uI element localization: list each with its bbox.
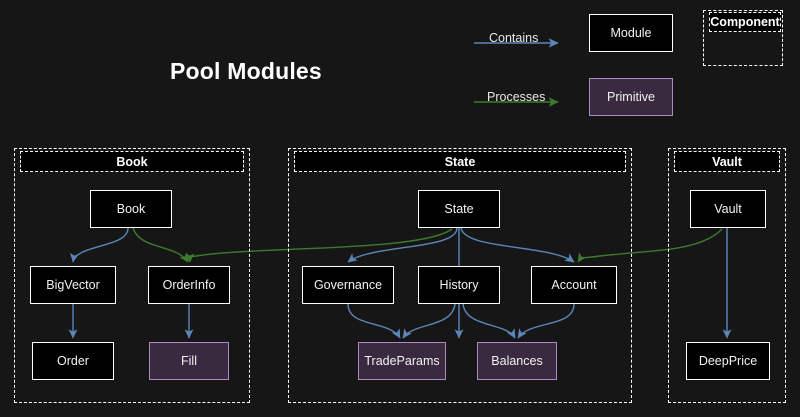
legend-node-primitive: Primitive <box>589 78 673 116</box>
node-balances[interactable]: Balances <box>477 342 557 380</box>
node-tradeparams[interactable]: TradeParams <box>358 342 446 380</box>
node-order[interactable]: Order <box>32 342 114 380</box>
node-governance[interactable]: Governance <box>302 266 394 304</box>
cluster-label-state: State <box>294 151 626 172</box>
node-state[interactable]: State <box>418 190 500 228</box>
legend-label-contains: Contains <box>489 31 539 45</box>
cluster-label-vault: Vault <box>674 151 780 172</box>
legend-label-processes: Processes <box>487 90 546 104</box>
node-orderinfo[interactable]: OrderInfo <box>148 266 230 304</box>
node-bigvector[interactable]: BigVector <box>30 266 116 304</box>
page-title: Pool Modules <box>170 58 322 84</box>
node-book[interactable]: Book <box>90 190 172 228</box>
node-deepprice[interactable]: DeepPrice <box>686 342 770 380</box>
legend-component-frame <box>703 10 783 66</box>
node-vault[interactable]: Vault <box>690 190 766 228</box>
cluster-state <box>288 148 632 403</box>
cluster-label-book: Book <box>20 151 244 172</box>
cluster-book <box>14 148 250 403</box>
node-account[interactable]: Account <box>531 266 617 304</box>
cluster-vault <box>668 148 786 403</box>
node-fill[interactable]: Fill <box>149 342 229 380</box>
legend-node-module: Module <box>589 14 673 52</box>
legend-component-label: Component <box>709 12 781 32</box>
node-history[interactable]: History <box>418 266 500 304</box>
